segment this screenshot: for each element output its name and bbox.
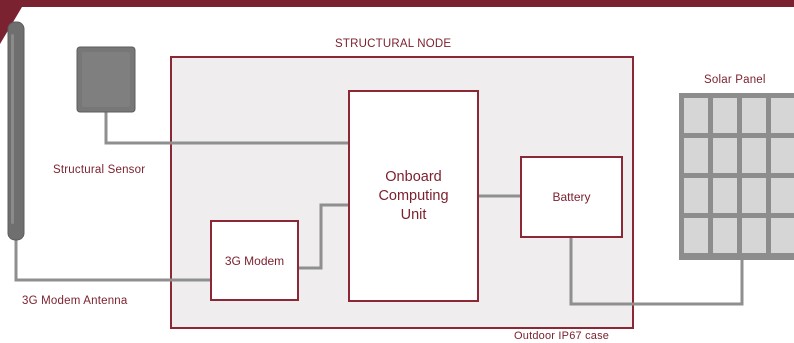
solar-cell (713, 178, 737, 213)
solar-cell (742, 178, 766, 213)
solar-cell (684, 98, 708, 133)
solar-cell (771, 138, 794, 173)
solar-cell (684, 138, 708, 173)
case-label: Outdoor IP67 case (514, 330, 610, 342)
sensor-icon (76, 46, 136, 113)
solar-cell (684, 178, 708, 213)
solar-panel-icon (679, 93, 794, 260)
solar-cell (713, 138, 737, 173)
onboard-computing-unit: Onboard Computing Unit (348, 90, 479, 302)
solar-cell (684, 218, 708, 253)
solar-cell (742, 218, 766, 253)
solar-cell (771, 178, 794, 213)
solar-cell (742, 98, 766, 133)
solar-cell (742, 138, 766, 173)
antenna-icon (7, 21, 25, 241)
battery-label: Battery (552, 190, 591, 204)
modem-block: 3G Modem (210, 220, 299, 301)
solar-cell (713, 98, 737, 133)
solar-cell (771, 98, 794, 133)
sensor-wire (104, 112, 350, 145)
modem-label: 3G Modem (224, 253, 285, 268)
modem-cpu-wire (297, 203, 350, 270)
cpu-label: Onboard Computing Unit (378, 168, 449, 223)
battery-solar-wire (569, 236, 744, 306)
antenna-label: 3G Modem Antenna (22, 295, 128, 307)
solar-label: Solar Panel (704, 74, 766, 86)
battery-block: Battery (520, 156, 623, 238)
node-title: STRUCTURAL NODE (335, 38, 452, 50)
sensor-label: Structural Sensor (53, 164, 146, 176)
antenna-wire (14, 238, 212, 282)
solar-cell (771, 218, 794, 253)
solar-cell (713, 218, 737, 253)
